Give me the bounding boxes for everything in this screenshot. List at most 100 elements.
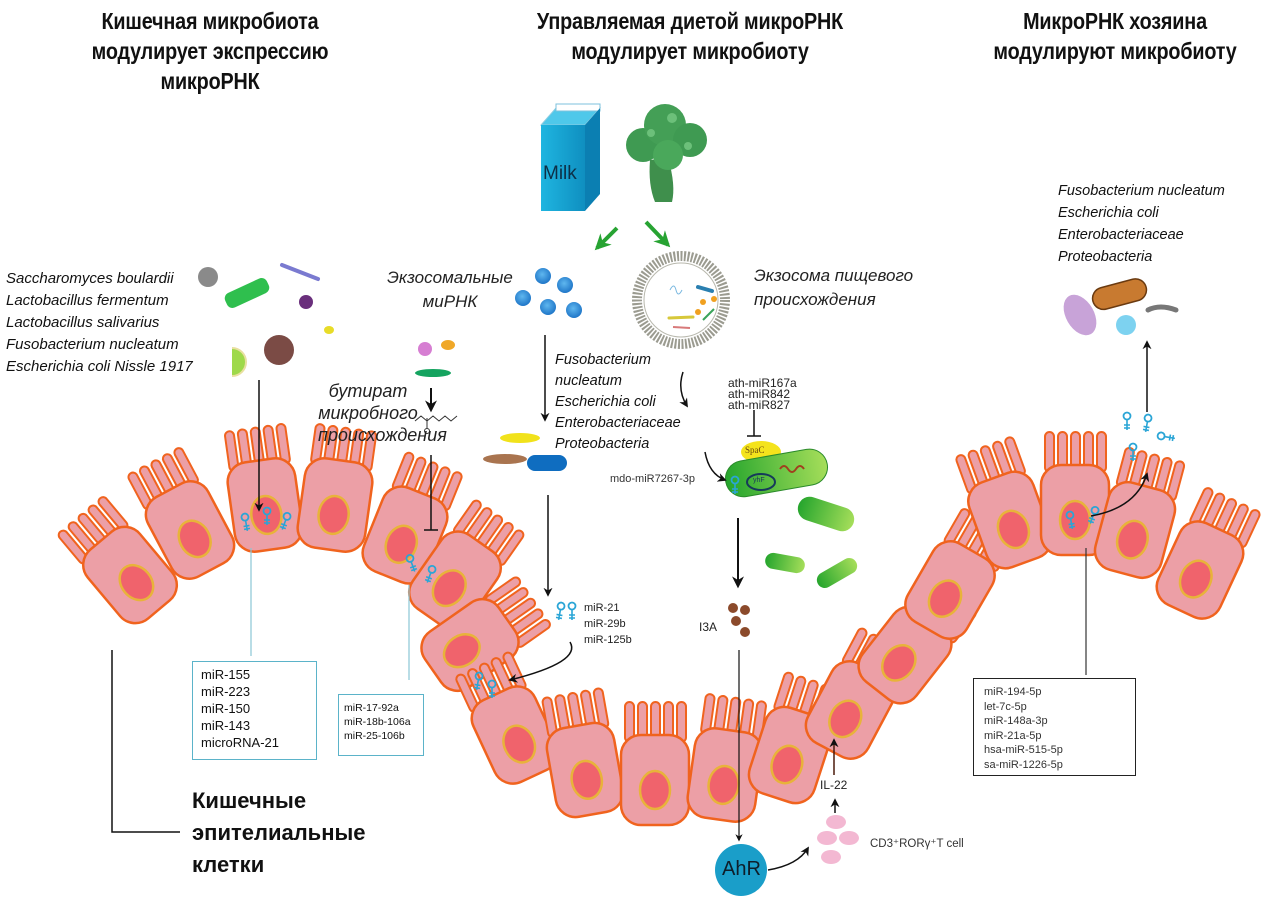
- mirna-hairpin-icon: [1142, 413, 1153, 433]
- epithelial-cell: [1093, 446, 1186, 580]
- exosomal-label-line: Экзосомальные: [387, 268, 513, 287]
- mirna-hairpin-icon: [473, 671, 484, 691]
- mirna-hairpin-icon: [487, 679, 497, 698]
- green-arrow-left: [594, 226, 619, 251]
- right-species-list: Fusobacterium nucleatum Escherichia coli…: [1058, 180, 1225, 268]
- cell-nucleus: [384, 524, 419, 565]
- species-item: Fusobacterium nucleatum: [1058, 183, 1225, 199]
- mirna-item: miR-21: [584, 602, 620, 614]
- species-item: Enterobacteriaceae: [1058, 227, 1184, 243]
- species-item: Fusobacterium: [555, 352, 651, 368]
- epithelial-cell: [955, 436, 1053, 570]
- title-left-line: Кишечная микробиота: [101, 8, 319, 34]
- pathway-arrows: [111, 335, 1152, 871]
- mirna-item: ath-miR167a: [728, 376, 797, 390]
- mirna-hairpin-icon: [405, 553, 418, 572]
- species-item: nucleatum: [555, 373, 622, 389]
- title-center-line: Управляемая диетой микроРНК: [536, 8, 844, 34]
- mirna-item: miR-25-106b: [344, 730, 405, 742]
- epithelial-label-line: клетки: [192, 852, 265, 877]
- exosomal-mirna-vesicles: [515, 268, 582, 318]
- epithelial-cell: [57, 496, 179, 625]
- mirna-hairpin-icon: [730, 475, 740, 494]
- food-exosome-label-line: Экзосома пищевого: [754, 266, 914, 285]
- epithelial-cell: [1039, 431, 1111, 557]
- i3a-molecules: [728, 603, 750, 637]
- cell-nucleus: [177, 519, 212, 559]
- t-cells: [817, 815, 859, 864]
- cell-nucleus: [442, 633, 481, 669]
- mirna-item: ath-miR842: [728, 387, 791, 401]
- mirna-hairpin-icon: [567, 601, 577, 620]
- butyrate-label: бутират микробного происхождения: [318, 380, 447, 446]
- epithelial-label-line: Кишечные: [192, 788, 307, 813]
- mirna-hairpin-icon: [1156, 431, 1176, 442]
- mirna-hairpin-icon: [1128, 442, 1138, 461]
- mirna-hairpin-icon: [1065, 510, 1076, 530]
- title-left-line: модулирует экспрессию: [91, 38, 329, 64]
- food-exosome-label: Экзосома пищевого происхождения: [754, 264, 913, 312]
- i3a-label: I3A: [699, 620, 718, 634]
- mirna-item: miR-223: [201, 684, 251, 699]
- cell-nucleus: [317, 494, 350, 536]
- species-item: Proteobacteria: [555, 436, 650, 452]
- mirna-item: sa-miR-1226-5p: [984, 758, 1063, 771]
- species-item: Enterobacteriaceae: [555, 415, 681, 431]
- gut-microbes-right: [1063, 278, 1179, 336]
- epithelial-cell: [127, 447, 236, 580]
- mirna-hairpin-icon: [279, 511, 292, 530]
- epithelial-cell: [224, 423, 304, 553]
- cell-nucleus: [1178, 559, 1213, 599]
- butyrate-microbes: [414, 340, 458, 434]
- epithelial-cell: [296, 423, 377, 553]
- cell-nucleus: [1115, 519, 1149, 560]
- epithelial-cell: [455, 651, 560, 785]
- ahr-label: AhR: [722, 858, 761, 880]
- species-item: Lactobacillus fermentum: [6, 292, 169, 309]
- mirna-item: miR-29b: [584, 618, 626, 630]
- title-left: Кишечная микробиота модулирует экспресси…: [64, 6, 356, 96]
- butyrate-label-line: микробного: [318, 403, 418, 423]
- milk-carton-icon: [539, 103, 602, 211]
- epithelial-cell: [619, 701, 691, 827]
- title-left-line: микроРНК: [160, 68, 260, 94]
- green-arrow-right: [644, 220, 671, 248]
- exosomal-mirna-label: Экзосомальные миРНК: [380, 266, 520, 314]
- mirna-item: miR-150: [201, 701, 251, 716]
- cell-nucleus: [770, 744, 804, 785]
- mirna-box-butyrate: miR-17-92a miR-18b-106a miR-25-106b: [338, 694, 424, 756]
- ahr-receptor: [715, 844, 767, 896]
- butyrate-label-line: происхождения: [318, 425, 447, 445]
- green-bacterium-spac: [725, 441, 858, 588]
- butyrate-label-line: бутират: [328, 381, 408, 401]
- cell-nucleus: [118, 563, 155, 602]
- mirna-item: miR-18b-106a: [344, 716, 411, 728]
- mdo-mirna-label: mdo-miR7267-3p: [610, 473, 695, 485]
- mirna-hairpin-icon: [1122, 411, 1132, 430]
- cell-nucleus: [1058, 499, 1092, 541]
- mirna-hairpin-icon: [1087, 505, 1100, 524]
- epithelial-cells-label: Кишечные эпителиальные клетки: [192, 785, 366, 881]
- cell-nucleus: [431, 569, 467, 608]
- dietary-mirna-list: miR-21 miR-29b miR-125b: [584, 600, 632, 648]
- bacterium-yellow: [500, 433, 540, 443]
- epithelial-cell: [541, 687, 625, 819]
- mirna-hairpin-icon: [555, 601, 566, 621]
- title-center-line: модулирует микробиоту: [571, 38, 809, 64]
- cell-nucleus: [502, 724, 537, 764]
- bacterium-blue: [527, 455, 567, 471]
- title-center: Управляемая диетой микроРНК модулирует м…: [527, 6, 854, 66]
- left-species-list: Saccharomyces boulardii Lactobacillus fe…: [6, 268, 193, 378]
- cell-nucleus: [638, 769, 672, 811]
- epithelial-cell: [361, 451, 463, 585]
- cell-nucleus: [880, 644, 917, 682]
- mirna-item: let-7c-5p: [984, 700, 1027, 713]
- mirna-hairpin-icon: [424, 564, 437, 583]
- cell-nucleus: [996, 509, 1031, 550]
- mirna-box-host: miR-194-5p let-7c-5p miR-148a-3p miR-21a…: [973, 678, 1136, 776]
- il22-label: IL-22: [820, 778, 848, 792]
- gut-microbes-left: [198, 263, 334, 377]
- mirna-item: miR-17-92a: [344, 702, 399, 714]
